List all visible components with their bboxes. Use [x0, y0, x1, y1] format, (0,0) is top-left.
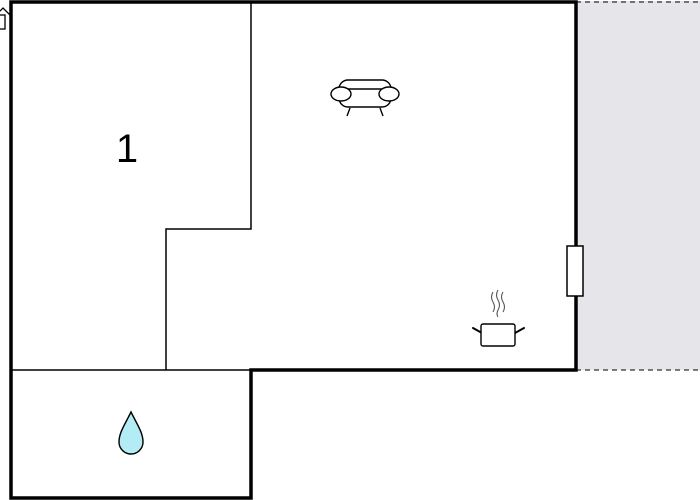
bedroom-label: 1: [116, 127, 138, 171]
bedroom-partition-wall: [165, 2, 252, 370]
interior-walls: [11, 2, 252, 371]
sofa-icon: [330, 79, 400, 117]
terrace-door: [566, 245, 584, 297]
house-icon: [0, 7, 12, 30]
water-drop-icon: [118, 410, 144, 455]
terrace-area: [576, 1, 700, 371]
terrace-fill: [576, 1, 700, 370]
cooking-pot-icon: [472, 289, 525, 347]
steam-lines: [490, 289, 506, 318]
outer-walls: [9, 0, 578, 500]
